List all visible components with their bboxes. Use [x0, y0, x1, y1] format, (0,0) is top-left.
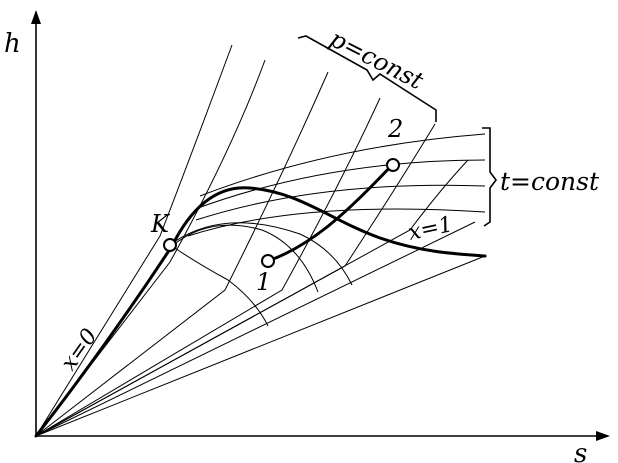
p-const-bracket — [297, 35, 437, 122]
isotherm-line — [195, 184, 486, 221]
t-const-bracket — [482, 127, 497, 227]
p-const-label: p=const — [325, 24, 428, 95]
critical-point-label: K — [150, 210, 171, 238]
s-axis-label: s — [574, 439, 587, 463]
point-2-label: 2 — [387, 115, 403, 143]
isobar-line — [35, 44, 233, 437]
h-axis-label: h — [4, 29, 21, 59]
dryness-arc — [171, 224, 319, 293]
dryness-curves — [171, 222, 353, 327]
point-2-marker — [386, 158, 400, 172]
isobar-line — [35, 123, 436, 437]
isobar-line — [35, 71, 329, 437]
isobar-line — [35, 255, 486, 437]
dryness-arc — [173, 222, 353, 286]
x-one-label: x=1 — [406, 212, 455, 246]
isobar-line — [35, 159, 469, 437]
critical-point-marker — [163, 238, 177, 252]
process-line — [266, 163, 394, 263]
isobar-line — [35, 221, 476, 437]
isobar-line — [35, 59, 266, 437]
isotherm-line — [187, 208, 486, 237]
t-const-label: t=const — [500, 167, 600, 196]
isobar-line — [35, 97, 381, 437]
x-zero-label: x=0 — [56, 324, 102, 375]
isotherm-line — [199, 133, 486, 197]
point-1-label: 1 — [256, 268, 271, 296]
isotherms — [187, 133, 486, 237]
dryness-arc — [171, 245, 269, 327]
isobars — [35, 44, 486, 437]
saturated-liquid-curve — [34, 244, 174, 438]
point-1-marker — [261, 254, 275, 268]
saturated-vapor-curve — [170, 186, 487, 258]
isotherm-line — [197, 159, 486, 209]
